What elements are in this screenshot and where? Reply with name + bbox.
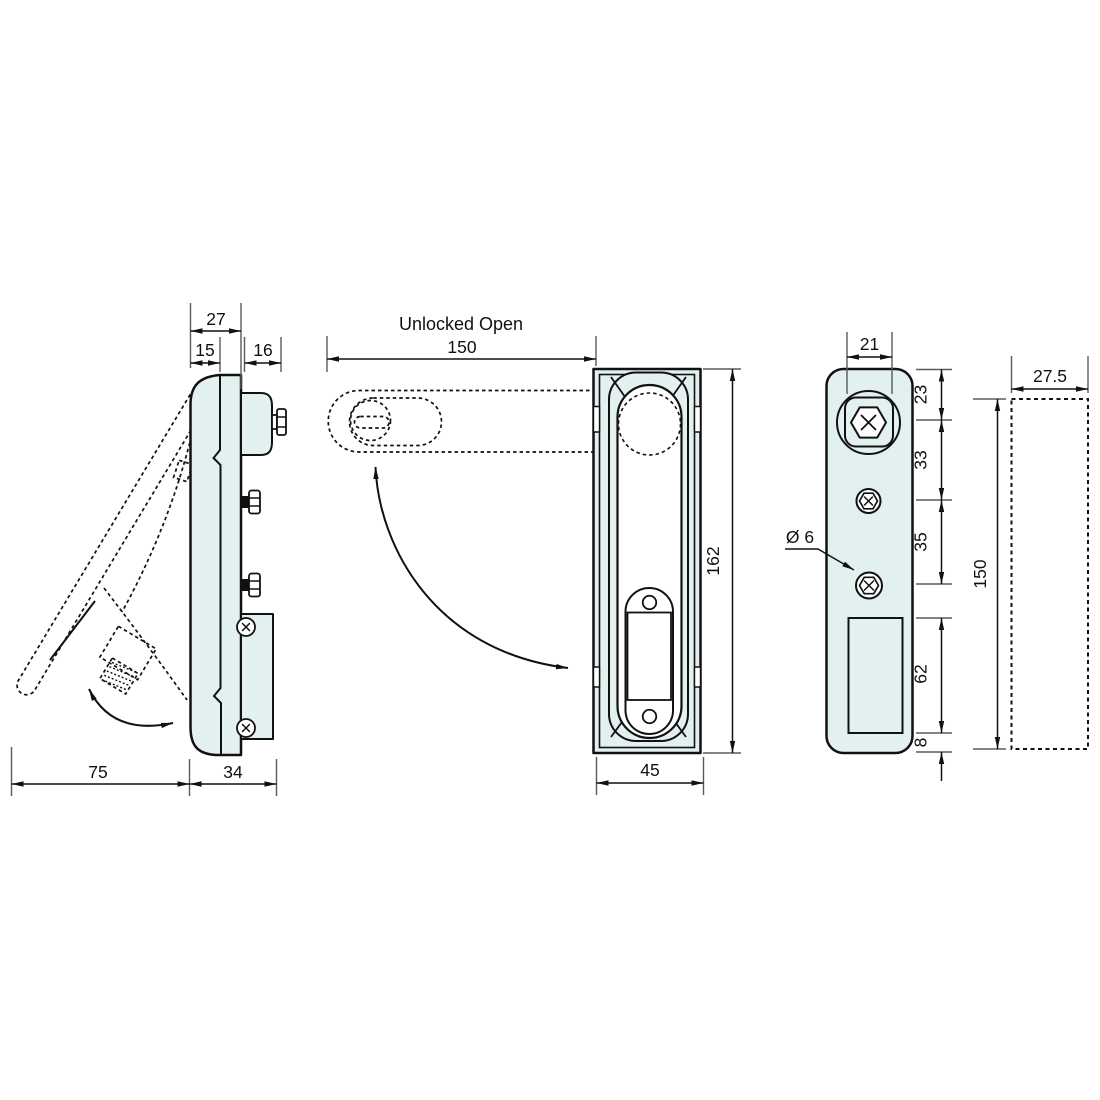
unlocked-open-dimension: Unlocked Open 150 <box>326 314 597 372</box>
handle-grip-end-dashed <box>348 397 443 447</box>
dim-label-27: 27 <box>206 309 225 329</box>
cam-circle-dashed <box>617 392 682 456</box>
dim-label-150-cutout: 150 <box>970 559 990 588</box>
cam-housing-dashed <box>98 625 158 681</box>
latch-arm-dashed-edge <box>121 429 194 613</box>
dim-label-45: 45 <box>640 760 659 780</box>
diameter-label: Ø 6 <box>786 527 814 547</box>
dim-label-162: 162 <box>703 546 723 575</box>
dim-label-23: 23 <box>911 385 931 404</box>
rear-view: Ø 6 21 23 33 35 62 <box>785 332 952 781</box>
cover-screw-hole-bottom <box>641 708 658 725</box>
dim-label-27-5: 27.5 <box>1033 366 1067 386</box>
dim-label-150-open: 150 <box>447 337 476 357</box>
cover-plate-window <box>626 611 672 701</box>
dim-label-15: 15 <box>195 340 214 360</box>
bracket-screw-icon-bottom <box>236 718 256 738</box>
spindle-bolt-icon <box>271 408 287 436</box>
side-view-top-dimensions: 27 15 16 <box>189 303 282 389</box>
fixing-bolt-icon-top <box>241 489 261 515</box>
rear-cutout-window <box>847 617 904 734</box>
open-handle-hidden-outline <box>16 388 209 701</box>
rear-vertical-dimensions: 23 33 35 62 8 <box>911 368 952 781</box>
dim-label-35: 35 <box>911 532 931 551</box>
panel-cutout-view: 27.5 150 <box>970 356 1089 750</box>
unlocked-open-label: Unlocked Open <box>399 314 523 334</box>
handle-swing-arrow <box>373 466 569 670</box>
threaded-stud-dashed <box>98 656 140 696</box>
bezel-inner-line-with-breaks <box>212 375 222 755</box>
panel-cutout-dashed-rect <box>1010 398 1089 750</box>
fixing-bolt-icon-bottom <box>241 572 261 598</box>
dim-label-62: 62 <box>911 664 931 683</box>
dim-label-34: 34 <box>223 762 243 782</box>
dim-label-75: 75 <box>88 762 107 782</box>
diameter-callout: Ø 6 <box>785 527 855 571</box>
pivot-circle-dashed <box>349 399 392 442</box>
lock-cover-plate <box>624 587 674 735</box>
latch-arm-dashed-lower <box>103 587 188 701</box>
lock-body-housing <box>240 392 273 456</box>
open-handle-pill-dashed <box>327 389 596 453</box>
front-width-dimension: 45 <box>595 757 705 795</box>
diameter-leader-arrow <box>785 548 855 571</box>
cutout-height-dimension: 150 <box>970 398 1006 750</box>
cutout-width-dimension: 27.5 <box>1010 356 1089 393</box>
spindle-boss <box>836 390 901 455</box>
cover-screw-hole-top <box>641 594 658 611</box>
side-view-bottom-dimensions: 75 34 <box>10 747 278 796</box>
dim-label-21: 21 <box>860 334 879 354</box>
dim-label-16: 16 <box>253 340 272 360</box>
dim-label-8: 8 <box>911 738 931 748</box>
diameter-6-hole-icon <box>855 571 883 600</box>
boss-width-dimension: 21 <box>846 332 893 394</box>
swing-double-arrow <box>88 688 174 729</box>
rear-screw-icon <box>855 488 882 514</box>
recess-corner-mould-lines <box>610 376 687 738</box>
side-view: 27 15 16 75 34 <box>10 303 287 796</box>
frame-edge-tabs <box>592 405 702 688</box>
front-height-dimension: 162 <box>703 368 741 754</box>
pivot-slot-dashed <box>353 415 390 429</box>
dim-label-33: 33 <box>911 450 931 469</box>
bracket-screw-icon-top <box>236 617 256 637</box>
open-handle-bar-dashed <box>16 388 209 696</box>
bezel-plate <box>189 373 243 757</box>
front-view: Unlocked Open 150 <box>326 314 741 795</box>
cam-edge-solid-line <box>49 600 96 661</box>
